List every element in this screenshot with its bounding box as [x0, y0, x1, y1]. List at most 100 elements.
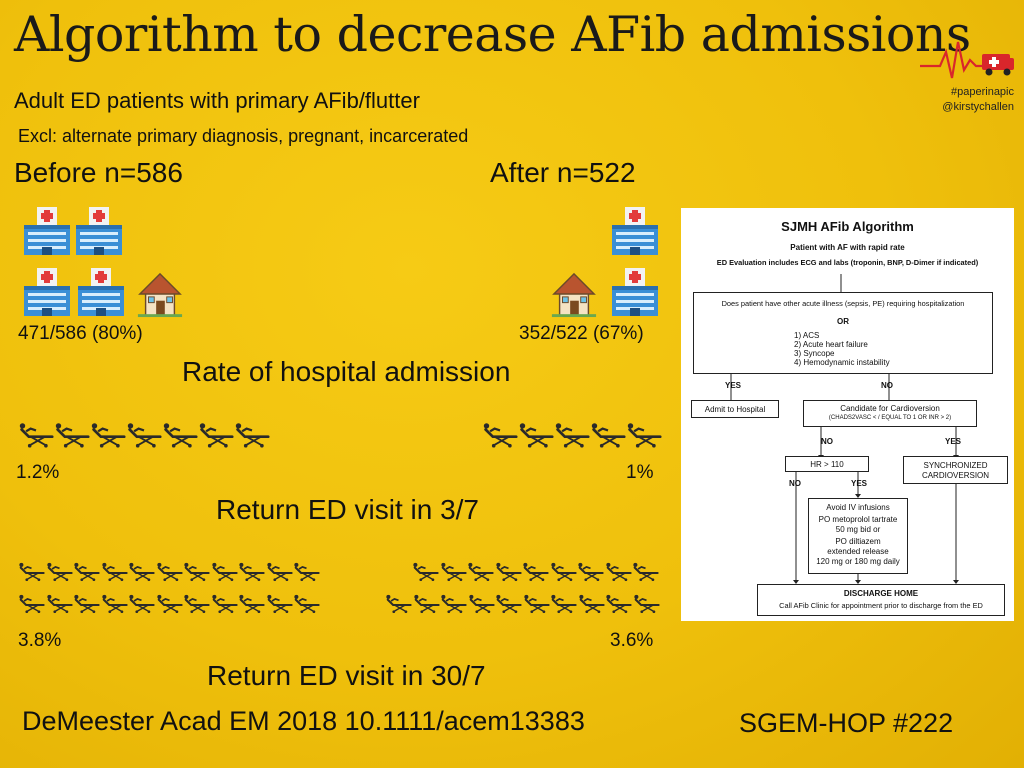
acute-illness-box: Does patient have other acute illness (s…: [693, 292, 993, 374]
algorithm-flowchart: SJMH AFib Algorithm Patient with AF with…: [681, 208, 1014, 621]
stretcher-icon: [18, 419, 54, 449]
stretcher-icon: [522, 560, 549, 582]
page-title: Algorithm to decrease AFib admissions: [14, 6, 971, 63]
stretcher-icon: [238, 592, 265, 614]
stretcher-icon: [550, 592, 577, 614]
return30-after-value: 3.6%: [610, 630, 654, 651]
synchronized-cardioversion-box: SYNCHRONIZED CARDIOVERSION: [903, 456, 1008, 484]
stretcher-icon: [162, 419, 198, 449]
criterion-syncope: 3) Syncope: [794, 349, 835, 358]
stretcher-icon: [126, 419, 162, 449]
hospital-icon: [76, 268, 126, 318]
stretcher-icon: [554, 419, 590, 449]
stretcher-icon: [101, 560, 128, 582]
candidate-label: Candidate for Cardioversion: [840, 404, 940, 413]
stretcher-icon: [440, 592, 467, 614]
hashtag-label: #paperinapic: [951, 86, 1014, 98]
chads-label: (CHADS2VASC < / EQUAL TO 1 OR INR > 2): [828, 415, 952, 421]
stretcher-icon: [198, 419, 234, 449]
hospital-icon: [22, 268, 72, 318]
algorithm-evaluation: ED Evaluation includes ECG and labs (tro…: [716, 258, 979, 267]
cardioversion-candidate-box: Candidate for Cardioversion (CHADS2VASC …: [803, 400, 977, 427]
stretcher-icon: [550, 560, 577, 582]
yes-label: YES: [851, 479, 868, 488]
stretcher-icon: [590, 419, 626, 449]
stretcher-icon: [156, 560, 183, 582]
hospital-icon: [74, 207, 124, 257]
stretcher-icon: [385, 592, 412, 614]
stretcher-icon: [468, 592, 495, 614]
stretcher-icon: [18, 592, 45, 614]
heart-rate-box: HR > 110: [785, 456, 869, 472]
stretcher-icon: [605, 560, 632, 582]
author-handle: @kirstychallen: [942, 101, 1014, 113]
stretcher-icon: [523, 592, 550, 614]
stretcher-icon: [266, 592, 293, 614]
stretcher-icon: [440, 560, 467, 582]
drug-line: 120 mg or 180 mg daily: [816, 557, 900, 566]
stretcher-icon: [467, 560, 494, 582]
exclusion-criteria: Excl: alternate primary diagnosis, pregn…: [18, 126, 469, 146]
stretcher-icon: [183, 560, 210, 582]
house-icon: [550, 270, 598, 318]
drug-line: Avoid IV infusions: [826, 503, 890, 512]
sync-label-line1: SYNCHRONIZED: [923, 461, 988, 470]
stretcher-icon: [156, 592, 183, 614]
admission-before-value: 471/586 (80%): [18, 323, 143, 344]
drug-line: PO metoprolol tartrate: [818, 515, 898, 524]
stretcher-icon: [633, 592, 660, 614]
heart-rate-label: HR > 110: [810, 460, 844, 469]
episode-label: SGEM-HOP #222: [739, 708, 954, 738]
rate-control-box: Avoid IV infusions PO metoprolol tartrat…: [808, 498, 908, 574]
admission-after-value: 352/522 (67%): [519, 323, 644, 344]
admit-label: Admit to Hospital: [704, 405, 766, 414]
stretcher-icon: [18, 560, 45, 582]
clinic-label: Call AFib Clinic for appointment prior t…: [779, 601, 983, 610]
stretcher-icon: [577, 560, 604, 582]
stretcher-icon: [54, 419, 90, 449]
after-group-label: After n=522: [490, 157, 636, 188]
citation: DeMeester Acad EM 2018 10.1111/acem13383: [22, 706, 585, 736]
drug-line: PO diltiazem: [835, 537, 881, 546]
stretcher-icon: [578, 592, 605, 614]
return30-before-value: 3.8%: [18, 630, 62, 651]
algorithm-title: SJMH AFib Algorithm: [781, 219, 914, 234]
hospital-icon: [610, 207, 660, 257]
stretcher-icon: [73, 560, 100, 582]
stretcher-icon: [495, 560, 522, 582]
stretcher-icon: [73, 592, 100, 614]
no-label: NO: [789, 479, 801, 488]
heartbeat-ambulance-logo: [920, 41, 1014, 79]
or-label: OR: [837, 317, 849, 326]
stretcher-icon: [413, 592, 440, 614]
algorithm-patient: Patient with AF with rapid rate: [790, 243, 905, 252]
no-label: NO: [821, 437, 833, 446]
admission-caption: Rate of hospital admission: [182, 356, 511, 387]
stretcher-icon: [293, 560, 320, 582]
return30-caption: Return ED visit in 30/7: [207, 660, 486, 691]
stretcher-icon: [211, 592, 238, 614]
house-icon: [136, 270, 184, 318]
return3-caption: Return ED visit in 3/7: [216, 494, 479, 525]
stretcher-icon: [632, 560, 659, 582]
hospital-icon: [610, 268, 660, 318]
discharge-box: DISCHARGE HOME Call AFib Clinic for appo…: [757, 584, 1005, 616]
stretcher-icon: [46, 560, 73, 582]
stretcher-icon: [482, 419, 518, 449]
drug-line: extended release: [827, 547, 889, 556]
stretcher-icon: [518, 419, 554, 449]
yes-label: YES: [725, 381, 742, 390]
stretcher-icon: [293, 592, 320, 614]
criterion-heart-failure: 2) Acute heart failure: [794, 340, 868, 349]
stretcher-icon: [605, 592, 632, 614]
population-subtitle: Adult ED patients with primary AFib/flut…: [14, 88, 420, 113]
stretcher-icon: [211, 560, 238, 582]
stretcher-icon: [495, 592, 522, 614]
stretcher-icon: [90, 419, 126, 449]
stretcher-icon: [234, 419, 270, 449]
stretcher-icon: [626, 419, 662, 449]
return3-before-value: 1.2%: [16, 462, 60, 483]
stretcher-icon: [412, 560, 439, 582]
return3-after-value: 1%: [626, 462, 654, 483]
before-group-label: Before n=586: [14, 157, 183, 188]
